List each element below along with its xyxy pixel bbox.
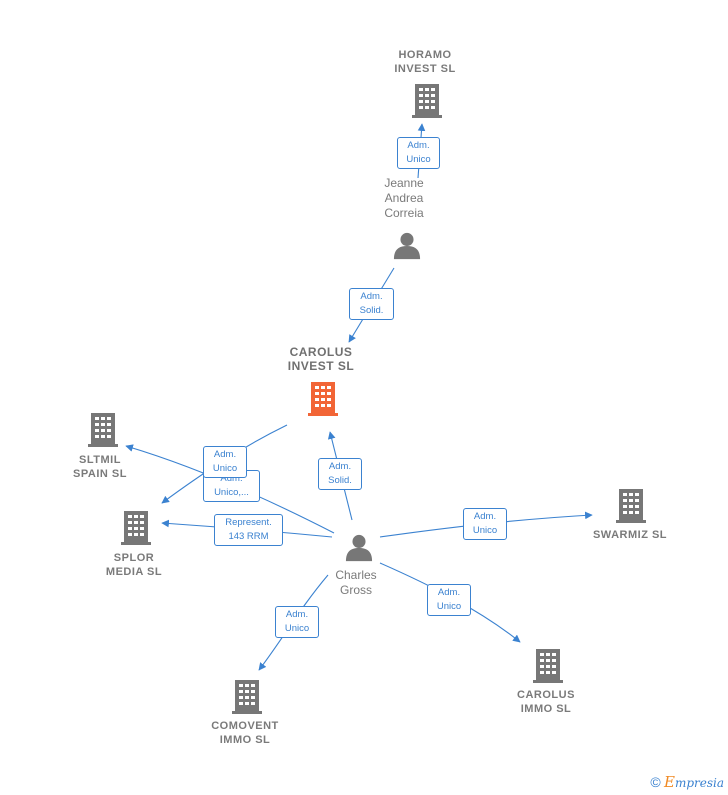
relation-label-jeanne-horamo[interactable]: Adm. Unico — [397, 137, 440, 169]
building-icon — [308, 382, 338, 416]
relation-label-charles-comovent[interactable]: Adm. Unico — [275, 606, 319, 638]
copyright-icon: © — [650, 774, 661, 790]
person-icon — [393, 232, 421, 260]
node-splor-label[interactable]: SPLOR MEDIA SL — [105, 552, 163, 578]
building-icon — [88, 413, 118, 447]
node-comovent-label[interactable]: COMOVENT IMMO SL — [211, 720, 279, 746]
relation-label-charles-carolus[interactable]: Adm. Solid. — [318, 458, 362, 490]
brand-logo-initial: E — [663, 773, 675, 791]
node-jeanne-label[interactable]: Jeanne Andrea Correia — [384, 176, 424, 220]
building-icon — [616, 489, 646, 523]
building-icon — [232, 680, 262, 714]
brand-logo: Empresia — [663, 773, 724, 791]
relation-label-charles-carolus-immo[interactable]: Adm. Unico — [427, 584, 471, 616]
node-carolus-immo-label[interactable]: CAROLUS IMMO SL — [517, 689, 575, 715]
building-icon — [533, 649, 563, 683]
node-charles-label[interactable]: Charles Gross — [335, 568, 377, 597]
node-sltmil-label[interactable]: SLTMIL SPAIN SL — [73, 454, 127, 480]
node-horamo-label[interactable]: HORAMO INVEST SL — [394, 49, 456, 75]
node-carolus-invest-label[interactable]: CAROLUS INVEST SL — [287, 345, 355, 373]
brand-logo-rest: mpresia — [674, 776, 724, 790]
relation-label-charles-splor-2[interactable]: Represent. 143 RRM — [214, 514, 283, 546]
node-swarmiz-label[interactable]: SWARMIZ SL — [592, 529, 668, 541]
relation-label-charles-sltmil[interactable]: Adm. Unico — [203, 446, 247, 478]
person-icon — [345, 534, 373, 562]
building-icon — [412, 84, 442, 118]
building-icon — [121, 511, 151, 545]
relation-label-charles-swarmiz[interactable]: Adm. Unico — [463, 508, 507, 540]
brand-footer: © Empresia — [650, 773, 724, 791]
relation-label-jeanne-carolus[interactable]: Adm. Solid. — [349, 288, 394, 320]
